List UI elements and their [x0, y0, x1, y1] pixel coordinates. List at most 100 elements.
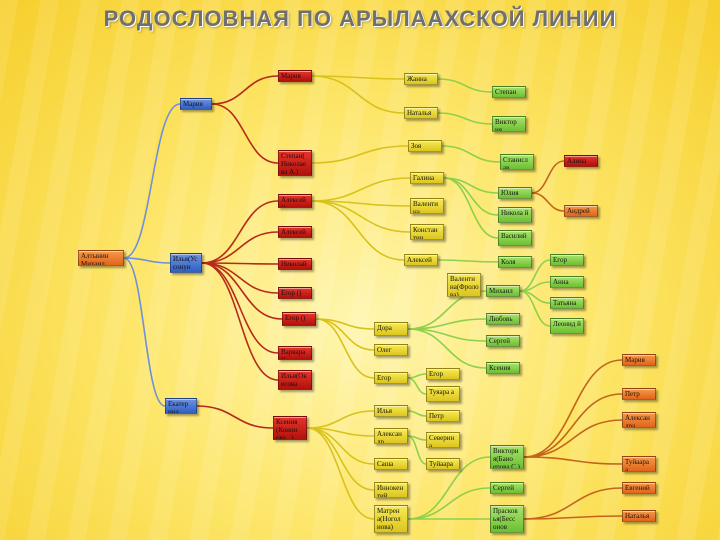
link-mariya2-zhanna: [311, 75, 405, 80]
node-egor1: Егор (): [278, 287, 312, 299]
link-aleksey1-aleksey3: [311, 200, 405, 261]
node-ilya: Илья(Ус сонун М.А.): [170, 253, 202, 273]
node-kolya: Коля: [498, 256, 532, 268]
link-ilya-egor2: [201, 262, 283, 320]
link-kseniya1-innokentiy: [306, 427, 375, 491]
node-valentina: Валенти на: [410, 198, 444, 214]
node-nikolay1: Николай: [278, 258, 312, 270]
node-zoya: Зоя: [408, 140, 442, 152]
link-zhanna-stepan2: [437, 78, 493, 93]
node-matrena: Матрен а(Ногол нова): [374, 505, 408, 533]
node-aleksey1: Алексей (): [278, 194, 312, 208]
node-yuliya: Юлия: [498, 187, 532, 199]
link-egor3-tuyaara1: [407, 377, 427, 395]
link-aml-mariya1: [123, 103, 181, 259]
node-egor5: Егор: [550, 254, 584, 266]
node-tuyaara1: Туяара а: [426, 386, 460, 402]
link-ilya3-petr: [407, 410, 427, 417]
link-aleksey1-galina: [311, 177, 411, 202]
link-aleksey3-kolya: [437, 259, 499, 263]
node-aleksandr: Алексан др: [374, 428, 408, 444]
link-praskovya-evgeniy: [523, 487, 623, 520]
node-sergey2: Сергей: [490, 482, 524, 494]
link-yuliya-andrey: [531, 192, 565, 212]
node-natalya2: Наталья: [622, 510, 656, 522]
node-konstantin: Констан тин: [410, 224, 444, 240]
node-aleksey2: Алексей: [278, 226, 312, 238]
node-alina: Алина: [564, 155, 598, 167]
node-vasiliy: Василий: [498, 230, 532, 246]
node-stepan: Степан( Николае ва А.): [278, 150, 312, 176]
link-viktoriya2-petr2: [523, 393, 623, 458]
link-ilya-aleksey1: [201, 200, 279, 264]
node-kseniya1: Ксения (Конон ова ..): [273, 416, 307, 440]
link-egor3-egor4: [407, 373, 427, 379]
node-aleksandra: Алексан дра: [622, 412, 656, 428]
node-petr2: Петр: [622, 388, 656, 400]
node-ekaterina: Екатер ина: [165, 398, 197, 414]
page-title: РОДОСЛОВНАЯ ПО АРЫЛААХСКОЙ ЛИНИИ: [103, 6, 617, 31]
node-sergey1: Сергей: [486, 335, 520, 347]
node-stepan2: Степан: [492, 86, 526, 98]
node-viktoriya: Виктор ия: [492, 116, 526, 132]
node-aml: Алтынин Михаил: [78, 250, 124, 266]
link-ilya-varvara: [201, 262, 279, 354]
link-aleksey1-konstantin: [311, 200, 411, 233]
link-mariya1-mariya2: [211, 75, 279, 105]
link-viktoriya2-tuyaara3: [523, 456, 623, 465]
node-praskovya: Прасков ья(Бесс онов И.Я.): [490, 505, 524, 533]
link-dora-kseniya2: [407, 328, 487, 369]
node-stanislav: Станисл ав: [500, 154, 534, 170]
link-mikhail2-leonid: [519, 290, 551, 327]
node-varvara: Варвара (): [278, 346, 312, 360]
link-mariya1-stepan: [211, 103, 279, 164]
node-aleksey3: Алексей: [404, 254, 438, 266]
node-mikhail2: Михаил: [486, 285, 520, 297]
link-ilya-ilyazh: [201, 262, 279, 381]
node-ilyazh: Илья(Ок есова Т.Р.): [278, 370, 312, 390]
node-mariya3: Мария: [622, 354, 656, 366]
node-egor4: Егор: [426, 368, 460, 380]
link-zoya-stanislav: [441, 145, 501, 163]
node-zhanna: Жанна: [404, 73, 438, 85]
node-andrey: Андрей: [564, 205, 598, 217]
link-aleksandr-tuyaara2: [407, 435, 427, 465]
node-egor2: Егор (): [282, 312, 316, 326]
node-leonid: Леонид й: [550, 318, 584, 334]
link-viktoriya2-mariya3: [523, 359, 623, 458]
link-natalya-viktoriya: [437, 112, 493, 125]
node-mariya2: Мария: [278, 70, 312, 82]
link-aml-ekaterina: [123, 257, 166, 407]
link-kseniya1-ilya3: [306, 410, 375, 429]
node-valentina2: Валенти на(Фроло ва): [447, 273, 481, 297]
node-galina: Галина: [410, 172, 444, 184]
node-lyubov: Любовь: [486, 313, 520, 325]
link-stepan-zoya: [311, 145, 409, 164]
link-egor2-egor3: [315, 318, 375, 379]
link-matrena-sergey2: [407, 487, 491, 520]
node-tuyaara3: Туйаара а: [622, 456, 656, 472]
link-yuliya-alina: [531, 160, 565, 194]
node-natalya: Наталья: [404, 107, 438, 119]
node-tuyaara2: Туйаара: [426, 458, 460, 470]
node-anna: Анна: [550, 276, 584, 288]
link-ilya-aleksey2: [201, 231, 279, 264]
node-evgeniy: Евгений: [622, 482, 656, 494]
link-viktoriya2-aleksandra: [523, 419, 623, 458]
link-ekaterina-kseniya1: [196, 405, 274, 429]
link-kseniya1-matrena: [306, 427, 375, 520]
node-tatyana: Татьяна: [550, 297, 584, 309]
link-mariya2-natalya: [311, 75, 405, 114]
node-innokentiy: Иннокен тий: [374, 482, 408, 498]
node-petr: Петр: [426, 410, 460, 422]
node-ilya3: Илья: [374, 405, 408, 417]
link-aml-ilya: [123, 257, 171, 264]
link-matrena-viktoriya2: [407, 456, 491, 520]
link-galina-vasiliy: [443, 177, 499, 239]
node-mariya1: Мария: [180, 98, 212, 110]
node-kseniya2: Ксения: [486, 362, 520, 374]
node-dora: Дора: [374, 322, 408, 336]
node-sasha: Саша: [374, 458, 408, 470]
node-viktoriya2: Виктори я(Бано ерова С.): [490, 445, 524, 469]
